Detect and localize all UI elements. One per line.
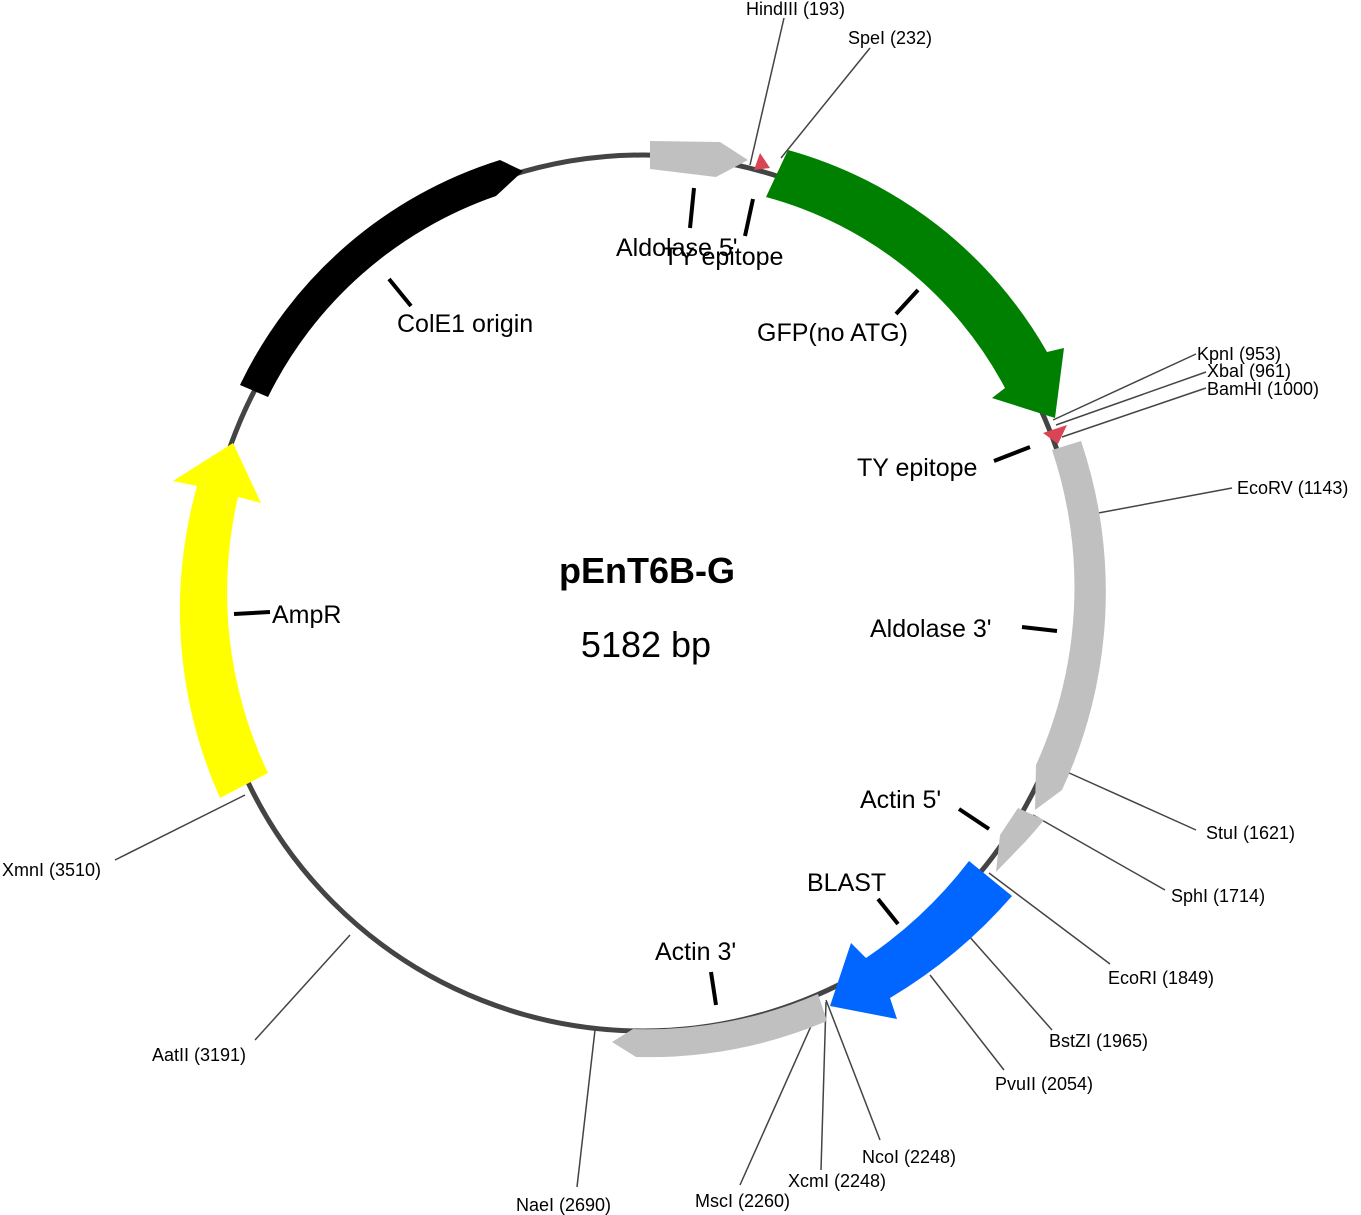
pvuii-leader (929, 974, 1005, 1071)
ecorv-leader (1092, 487, 1233, 515)
gfp-label: GFP(no ATG) (757, 319, 908, 347)
ty-epitope-2-marker (1043, 425, 1067, 444)
blast-tick (876, 897, 900, 926)
ecori-leader (988, 872, 1111, 965)
spei-label: SpeI (232) (848, 28, 932, 48)
naei-label: NaeI (2690) (516, 1195, 611, 1215)
feature-ticks (233, 187, 1058, 1006)
ampr-arrow (173, 443, 268, 798)
bamhi-label: BamHI (1000) (1207, 379, 1319, 399)
xcmi-leader (820, 1001, 827, 1171)
ncoi-label: NcoI (2248) (862, 1147, 956, 1167)
bstzi-label: BstZI (1965) (1049, 1031, 1148, 1051)
xmni-label: XmnI (3510) (2, 860, 101, 880)
cole1-origin-block (240, 160, 523, 397)
actin-5-label: Actin 5' (860, 786, 941, 814)
kpni-label: KpnI (953) (1197, 344, 1281, 364)
xbai-leader (1055, 371, 1207, 426)
hindiii-label: HindIII (193) (746, 0, 845, 19)
hindiii-leader (749, 17, 785, 166)
msci-leader (739, 1005, 821, 1186)
msci-label: MscI (2260) (695, 1191, 790, 1211)
bstzi-leader (967, 934, 1053, 1031)
sphi-label: SphI (1714) (1171, 886, 1265, 906)
bamhi-leader (1061, 387, 1207, 438)
ncoi-leader (825, 999, 881, 1141)
ampr-tick (233, 610, 271, 616)
actin-3-label: Actin 3' (655, 938, 736, 966)
gfp-arrow (766, 150, 1064, 418)
ty-epitope-2-label: TY epitope (857, 454, 977, 482)
naei-leader (576, 1029, 596, 1188)
actin-3-arrow (612, 994, 827, 1058)
actin-5-arrow (996, 808, 1044, 872)
xcmi-label: XcmI (2248) (788, 1171, 886, 1191)
actin-5-tick (957, 807, 991, 831)
plasmid-name: pEnT6B-G (559, 550, 735, 591)
ty-epitope-1-marker (754, 153, 770, 170)
ty-epitope-2-tick (993, 445, 1031, 463)
aldolase-5-tick (688, 187, 696, 229)
stui-leader (1066, 771, 1197, 831)
gfp-tick (894, 288, 920, 316)
blast-arrow (830, 861, 1012, 1019)
ampr-label: AmpR (272, 601, 341, 629)
cole1-label: ColE1 origin (397, 310, 533, 338)
sphi-leader (1032, 814, 1166, 891)
aldolase-3-tick (1021, 625, 1058, 633)
stui-label: StuI (1621) (1206, 823, 1295, 843)
spei-leader (780, 47, 871, 159)
pvuii-label: PvuII (2054) (995, 1074, 1093, 1094)
aldolase-3-arrow (1035, 441, 1106, 810)
ty-epitope-1-label: TY epitope (663, 243, 783, 271)
aatii-leader (254, 934, 351, 1041)
ecori-label: EcoRI (1849) (1108, 968, 1214, 988)
xmni-leader (114, 794, 246, 861)
site-leaders (114, 17, 1233, 1188)
aatii-label: AatII (3191) (152, 1045, 246, 1065)
xbai-label: XbaI (961) (1207, 361, 1291, 381)
kpni-leader (1052, 353, 1197, 421)
cole1-tick (387, 277, 413, 308)
plasmid-size: 5182 bp (581, 624, 711, 665)
blast-label: BLAST (807, 869, 886, 897)
actin-3-tick (709, 971, 718, 1006)
ty-epitope-1-tick (743, 198, 755, 237)
aldolase-5-label: Aldolase 5' (616, 234, 738, 262)
ecorv-label: EcoRV (1143) (1237, 478, 1348, 498)
aldolase-3-label: Aldolase 3' (870, 615, 992, 643)
aldolase-5-arrow (650, 141, 748, 177)
